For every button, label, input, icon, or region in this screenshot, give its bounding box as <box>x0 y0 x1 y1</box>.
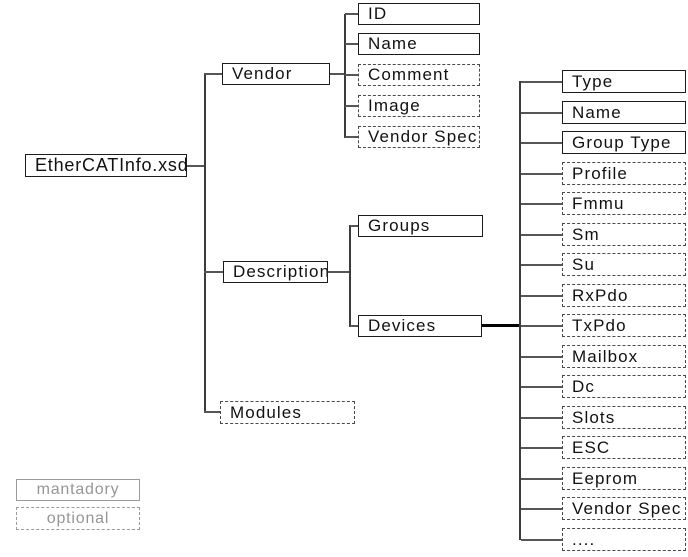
connector-mailbox-stub <box>521 356 562 358</box>
connector-fmmu-stub <box>521 203 562 205</box>
connector-vendor-trunk <box>344 14 346 138</box>
connector-name-stub <box>345 43 358 45</box>
connector-devname-stub <box>521 112 562 114</box>
connector-devices-out-thick <box>482 324 520 327</box>
connector-devices-trunk <box>519 81 521 540</box>
node-vendor-name: Name <box>358 33 480 55</box>
node-modules: Modules <box>220 401 355 424</box>
node-devices: Devices <box>358 315 482 337</box>
connector-devvendorspec-stub <box>521 508 562 510</box>
connector-description-out <box>328 271 350 273</box>
connector-txpdo-stub <box>521 325 562 327</box>
node-device-esc: ESC <box>562 436 686 459</box>
connector-groups-stub <box>350 225 358 227</box>
connector-vendor-out <box>330 73 345 75</box>
connector-ellipsis-stub <box>521 539 562 541</box>
connector-grouptype-stub <box>521 142 562 144</box>
node-device-mailbox: Mailbox <box>562 345 686 368</box>
node-device-dc: Dc <box>562 375 686 398</box>
node-ethercatinfo-xsd: EtherCATInfo.xsd <box>25 154 187 177</box>
connector-sm-stub <box>521 234 562 236</box>
connector-modules-stub <box>204 411 220 413</box>
node-vendor-vendorspec: Vendor Spec <box>358 126 480 148</box>
legend-mandatory: mantadory <box>16 479 140 501</box>
connector-left-trunk <box>204 74 206 413</box>
connector-slots-stub <box>521 417 562 419</box>
node-device-sm: Sm <box>562 223 686 246</box>
node-device-txpdo: TxPdo <box>562 314 686 337</box>
node-vendor-image: Image <box>358 95 480 117</box>
connector-vendor-stub <box>204 73 222 75</box>
connector-root-stub <box>187 165 205 167</box>
node-device-vendorspec: Vendor Spec <box>562 497 686 520</box>
connector-rxpdo-stub <box>521 295 562 297</box>
legend-optional: optional <box>16 507 140 530</box>
node-device-su: Su <box>562 253 686 276</box>
connector-description-trunk <box>349 225 351 327</box>
connector-esc-stub <box>521 447 562 449</box>
connector-comment-stub <box>345 74 358 76</box>
node-groups: Groups <box>358 215 483 237</box>
node-vendor-id: ID <box>358 3 480 25</box>
node-device-rxpdo: RxPdo <box>562 284 686 307</box>
connector-id-stub <box>345 13 358 15</box>
connector-description-stub <box>204 271 223 273</box>
connector-profile-stub <box>521 173 562 175</box>
node-device-profile: Profile <box>562 162 686 185</box>
connector-vendorspec-stub <box>345 136 358 138</box>
node-device-fmmu: Fmmu <box>562 192 686 215</box>
connector-dc-stub <box>521 386 562 388</box>
node-device-grouptype: Group Type <box>562 131 686 154</box>
node-device-name: Name <box>562 101 686 124</box>
node-device-slots: Slots <box>562 406 686 429</box>
node-vendor-comment: Comment <box>358 64 480 86</box>
connector-devices-stub <box>350 325 358 327</box>
node-device-eeprom: Eeprom <box>562 467 686 490</box>
connector-image-stub <box>345 105 358 107</box>
node-description: Description <box>223 261 328 283</box>
connector-eeprom-stub <box>521 478 562 480</box>
node-device-ellipsis: .... <box>562 528 686 551</box>
connector-type-stub <box>521 81 562 83</box>
node-device-type: Type <box>562 70 686 93</box>
connector-su-stub <box>521 264 562 266</box>
node-vendor: Vendor <box>222 63 330 85</box>
